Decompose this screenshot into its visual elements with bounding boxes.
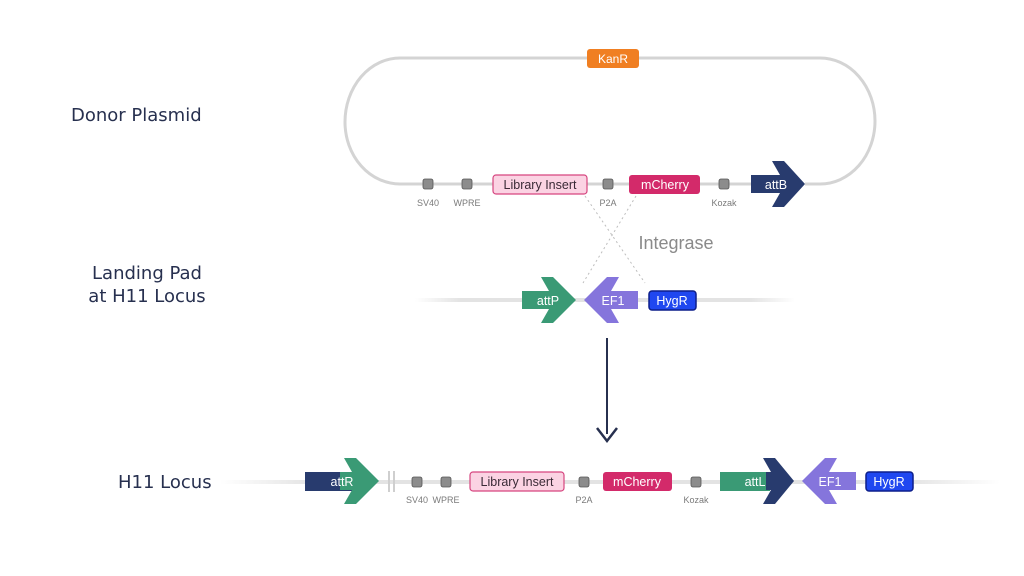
landing-pad-label-line2: at H11 Locus [88, 286, 206, 307]
sv40-label-h11: SV40 [406, 495, 428, 505]
attr-label: attR [331, 475, 354, 489]
library-insert-label: Library Insert [504, 178, 577, 192]
kanr-box [587, 49, 639, 68]
plasmid-backbone [343, 56, 877, 186]
h11-locus-label: H11 Locus [118, 472, 212, 493]
kozak-label: Kozak [711, 198, 737, 208]
kozak-marker-h11 [690, 476, 702, 488]
attb-arrow [751, 161, 805, 207]
crossover-line-right [582, 195, 637, 284]
attl-label: attL [745, 475, 766, 489]
hygr-box-h11 [865, 471, 914, 492]
ef1-label-landing: EF1 [602, 294, 625, 308]
attl-green-part [720, 472, 770, 491]
ef1-arrow-landing [584, 277, 638, 323]
donor-plasmid-label: Donor Plasmid [71, 105, 202, 126]
wpre-marker-h11 [440, 476, 452, 488]
mcherry-label: mCherry [641, 178, 690, 192]
wpre-marker [461, 178, 473, 190]
ef1-arrow-h11 [802, 458, 856, 504]
landing-pad-label: Landing Pad at H11 Locus [82, 262, 212, 308]
landing-pad-label-line1: Landing Pad [92, 263, 202, 284]
mcherry-box [629, 175, 700, 194]
hygr-label-landing: HygR [656, 294, 687, 308]
kozak-label-h11: Kozak [683, 495, 709, 505]
p2a-label-h11: P2A [575, 495, 592, 505]
integrase-label: Integrase [638, 233, 713, 253]
attp-arrow [522, 277, 576, 323]
p2a-marker-h11 [578, 476, 590, 488]
attl-dark-arrow [763, 458, 794, 504]
sv40-marker-h11 [411, 476, 423, 488]
mcherry-label-h11: mCherry [613, 475, 662, 489]
library-insert-box-h11 [469, 471, 565, 492]
p2a-label: P2A [599, 198, 616, 208]
wpre-label: WPRE [454, 198, 481, 208]
kanr-label: KanR [598, 52, 628, 66]
attr-green-arrow [340, 458, 379, 504]
ef1-label-h11: EF1 [819, 475, 842, 489]
down-arrow-head [596, 427, 618, 444]
library-insert-label-h11: Library Insert [481, 475, 554, 489]
kozak-marker [718, 178, 730, 190]
sv40-label: SV40 [417, 198, 439, 208]
wpre-label-h11: WPRE [433, 495, 460, 505]
hygr-box-landing [648, 290, 697, 311]
sv40-marker [422, 178, 434, 190]
crossover-line-left [584, 195, 646, 284]
mcherry-box-h11 [603, 472, 672, 491]
library-insert-box [492, 174, 588, 195]
attp-label: attP [537, 294, 559, 308]
attb-label: attB [765, 178, 787, 192]
hygr-label-h11: HygR [873, 475, 904, 489]
p2a-marker [602, 178, 614, 190]
